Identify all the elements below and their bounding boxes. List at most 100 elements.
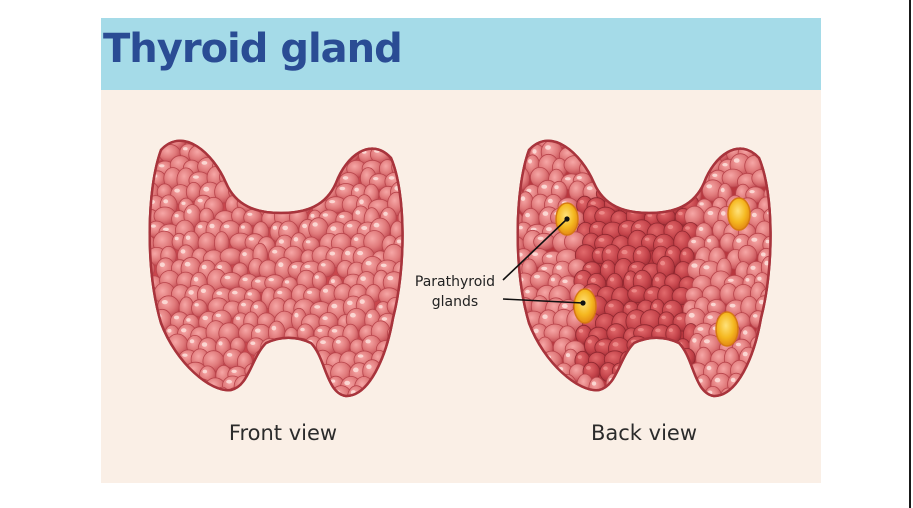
lobule-highlight <box>735 342 742 347</box>
lobule-highlight <box>151 148 158 152</box>
tissue-lobule <box>393 391 403 396</box>
lobule-highlight <box>282 225 288 231</box>
tissue-lobule <box>732 387 753 396</box>
lobule-highlight <box>312 222 318 227</box>
tissue-lobule <box>518 120 532 137</box>
tissue-lobule <box>279 144 302 167</box>
lobule-highlight <box>511 215 515 218</box>
lobule-highlight <box>591 381 597 386</box>
lobule-highlight <box>291 265 298 269</box>
parathyroid-gland-lower-left <box>573 288 597 324</box>
lobule-highlight <box>360 276 366 281</box>
lobule-highlight <box>688 312 695 318</box>
tissue-lobule <box>500 351 514 372</box>
lobule-highlight <box>503 328 509 333</box>
tissue-lobule <box>746 389 767 396</box>
thyroid-illustration <box>130 114 772 398</box>
lobule-highlight <box>548 124 553 127</box>
lobule-highlight <box>201 161 208 165</box>
lobule-highlight <box>561 378 567 383</box>
lobule-highlight <box>387 275 394 281</box>
lobule-highlight <box>547 198 553 204</box>
tissue-lobule <box>595 391 616 396</box>
lobule-highlight <box>201 342 208 347</box>
tissue-lobule <box>643 183 662 204</box>
tissue-lobule <box>617 143 639 162</box>
lobule-highlight <box>331 329 338 333</box>
lobule-highlight <box>710 302 716 307</box>
lobule-highlight <box>184 261 191 267</box>
lobule-highlight <box>357 250 364 256</box>
lobule-highlight <box>666 304 672 309</box>
tissue-lobule <box>580 389 601 396</box>
tissue-lobule <box>627 140 650 152</box>
lobule-highlight <box>576 176 582 180</box>
lobule-highlight <box>598 238 605 242</box>
tissue-lobule <box>517 140 526 154</box>
lobule-highlight <box>636 146 643 151</box>
tissue-lobule <box>517 247 519 267</box>
tissue-lobule <box>393 363 403 382</box>
tissue-lobule <box>312 373 328 396</box>
lobule-highlight <box>729 303 736 308</box>
lobule-highlight <box>223 224 230 229</box>
lobule-highlight <box>272 145 277 151</box>
tissue-lobule <box>738 116 758 135</box>
lobule-highlight <box>339 186 346 191</box>
lobule-highlight <box>156 339 162 344</box>
lobule-highlight <box>532 149 537 154</box>
lobule-highlight <box>564 177 571 181</box>
lobule-highlight <box>605 249 611 254</box>
tissue-lobule <box>149 351 167 369</box>
tissue-lobule <box>498 194 517 214</box>
lobule-highlight <box>554 185 559 190</box>
lobule-highlight <box>578 329 584 333</box>
tissue-lobule <box>371 115 387 138</box>
tissue-lobule <box>651 348 670 369</box>
tissue-lobule <box>613 384 633 396</box>
tissue-lobule <box>685 391 709 396</box>
lobule-highlight <box>692 135 698 140</box>
figure-title: Thyroid gland <box>103 26 403 72</box>
lobule-highlight <box>539 391 545 396</box>
tissue-lobule <box>276 154 293 178</box>
tissue-lobule <box>265 120 284 139</box>
tissue-lobule <box>154 361 173 383</box>
lobule-highlight <box>399 133 403 138</box>
tissue-lobule <box>698 114 713 137</box>
tissue-lobule <box>220 141 240 166</box>
lobule-highlight <box>622 125 626 129</box>
tissue-lobule <box>535 387 554 396</box>
lobule-highlight <box>669 122 673 127</box>
lobule-highlight <box>305 240 311 244</box>
lobule-highlight <box>136 328 140 332</box>
tissue-lobule <box>260 140 281 154</box>
lobule-highlight <box>335 339 341 344</box>
tissue-lobule <box>233 119 254 137</box>
tissue-lobule <box>320 140 339 149</box>
tissue-lobule <box>541 374 564 396</box>
tissue-lobule <box>669 182 691 202</box>
lobule-highlight <box>188 290 194 295</box>
parathyroid-gland-upper-right <box>727 197 751 231</box>
tissue-lobule <box>312 142 335 161</box>
lobule-highlight <box>213 147 218 152</box>
lobule-highlight <box>278 262 284 268</box>
lobule-highlight <box>673 366 679 372</box>
lobule-highlight <box>503 355 507 359</box>
tissue-lobule <box>165 118 183 138</box>
tissue-lobule <box>300 373 317 396</box>
tissue-lobule <box>640 140 659 150</box>
lobule-highlight <box>586 366 591 370</box>
lobule-highlight <box>302 223 308 229</box>
tissue-lobule <box>130 272 149 291</box>
lobule-highlight <box>623 199 629 204</box>
lobule-highlight <box>168 380 173 385</box>
lobule-highlight <box>182 123 187 127</box>
tissue-lobule <box>650 119 671 137</box>
tissue-lobule <box>269 140 285 165</box>
tissue-lobule <box>643 358 660 384</box>
lobule-highlight <box>600 160 605 165</box>
lobule-highlight <box>655 197 660 202</box>
tissue-lobule <box>517 378 535 396</box>
